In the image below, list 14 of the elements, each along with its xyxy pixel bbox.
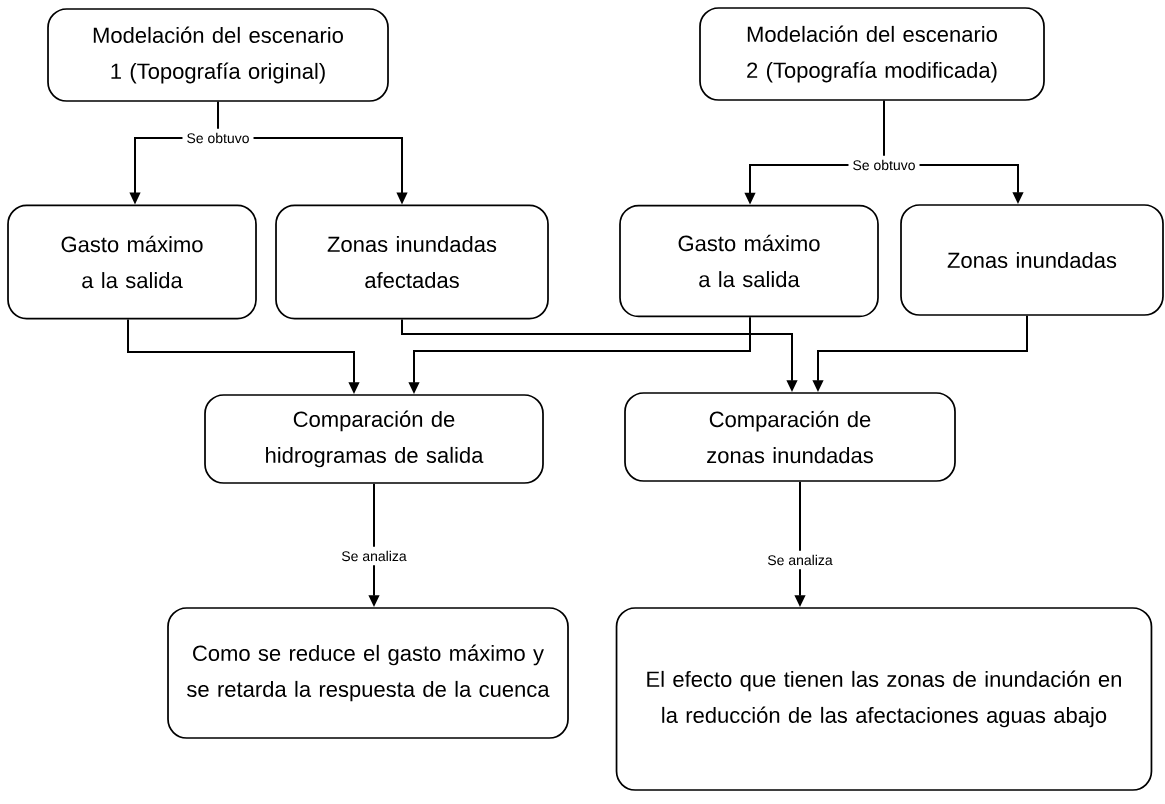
process-box: Gasto máximo a la salida: [619, 204, 879, 318]
process-box: Gasto máximo a la salida: [7, 204, 257, 320]
process-box: Como se reduce el gasto máximo y se retarda la respuesta de la cuenca: [167, 607, 569, 739]
edge-label: Se obtuvo: [848, 155, 920, 175]
process-box: Zonas inundadas afectadas: [275, 204, 549, 320]
process-box: El efecto que tienen las zonas de inundación en la reducción de las afectaciones aguas abajo: [615, 607, 1153, 791]
process-box: Modelación del escenario 1 (Topografía original): [47, 8, 389, 102]
edge-label: Se analiza: [337, 546, 411, 566]
process-box: Comparación de zonas inundadas: [624, 392, 956, 482]
edge-label: Se obtuvo: [182, 128, 254, 148]
process-box: Comparación de hidrogramas de salida: [204, 394, 544, 484]
process-box: Modelación del escenario 2 (Topografía modificada): [699, 7, 1045, 101]
process-box: Zonas inundadas: [900, 204, 1164, 316]
edge-label: Se analiza: [763, 550, 837, 570]
